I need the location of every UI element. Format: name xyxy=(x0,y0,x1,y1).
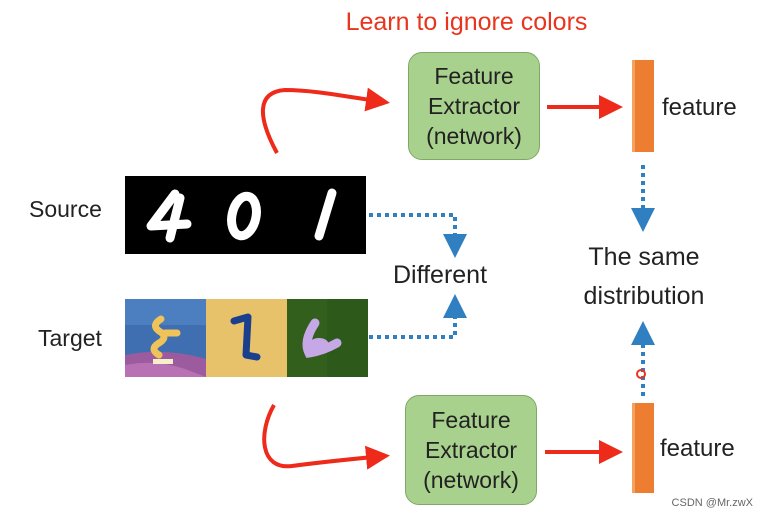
target-to-different-dotted xyxy=(369,294,467,339)
feature-extractor-top: Feature Extractor (network) xyxy=(408,52,540,160)
feature-extractor-top-line1: Feature xyxy=(434,63,514,89)
digit-1-stroke xyxy=(314,188,337,241)
feature-extractor-bottom-line1: Feature xyxy=(431,407,511,433)
target-digit-6-stroke xyxy=(302,318,342,358)
feature-extractor-top-line2: Extractor xyxy=(427,93,520,119)
same-distribution-line1: The same xyxy=(588,243,700,271)
feature-bar-top xyxy=(632,60,654,152)
feature-label-bottom: feature xyxy=(660,435,735,462)
same-distribution-line2: distribution xyxy=(583,282,705,310)
watermark: CSDN @Mr.zwX xyxy=(671,497,753,509)
diagram-title: Learn to ignore colors xyxy=(345,8,588,36)
source-label: Source xyxy=(29,196,102,222)
target-digits xyxy=(125,299,368,377)
target-digit-8-stroke xyxy=(150,315,181,359)
feature-extractor-bottom-line2: Extractor xyxy=(424,437,517,463)
source-to-extractor-arrow xyxy=(261,87,390,154)
source-to-different-dotted xyxy=(369,213,467,258)
target-label: Target xyxy=(38,325,102,351)
target-to-extractor-arrow xyxy=(262,404,390,470)
different-label: Different xyxy=(393,261,488,289)
feature-bar-bottom xyxy=(632,403,654,493)
feature-extractor-top-line3: (network) xyxy=(426,123,522,149)
feature-label-top: feature xyxy=(662,94,737,121)
feature-extractor-bottom-line3: (network) xyxy=(423,467,519,493)
source-digits xyxy=(146,188,337,243)
source-image-strip xyxy=(125,176,366,254)
cursor-dot xyxy=(636,369,646,379)
digit-4-stroke xyxy=(146,189,192,243)
target-digit-1-stroke xyxy=(230,313,261,361)
same-distribution-label: The same distribution xyxy=(560,243,728,311)
digit-0-stroke xyxy=(227,191,261,241)
feature-extractor-bottom: Feature Extractor (network) xyxy=(405,395,537,505)
target-image-strip xyxy=(125,299,368,377)
